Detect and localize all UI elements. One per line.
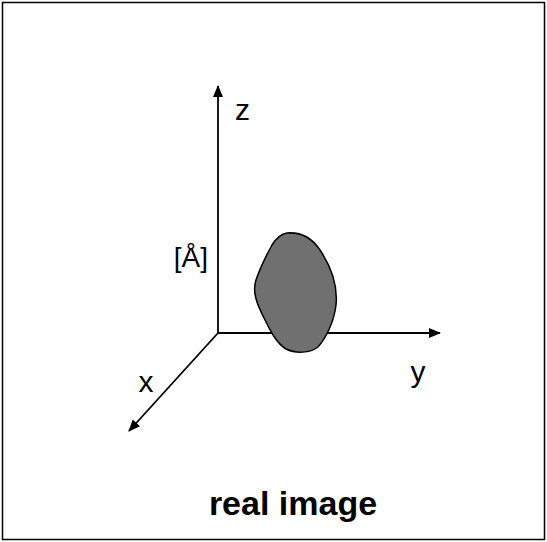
frame: [3, 3, 545, 540]
axis-label: z: [235, 95, 250, 125]
x-axis: [129, 333, 218, 431]
particle-blob: [255, 233, 337, 352]
caption: real image: [209, 486, 377, 520]
axis-label: x: [139, 367, 154, 397]
z-axis: [217, 86, 219, 333]
unit-label: [Å]: [174, 244, 208, 272]
axis-label: y: [411, 357, 426, 387]
y-axis: [218, 332, 440, 334]
